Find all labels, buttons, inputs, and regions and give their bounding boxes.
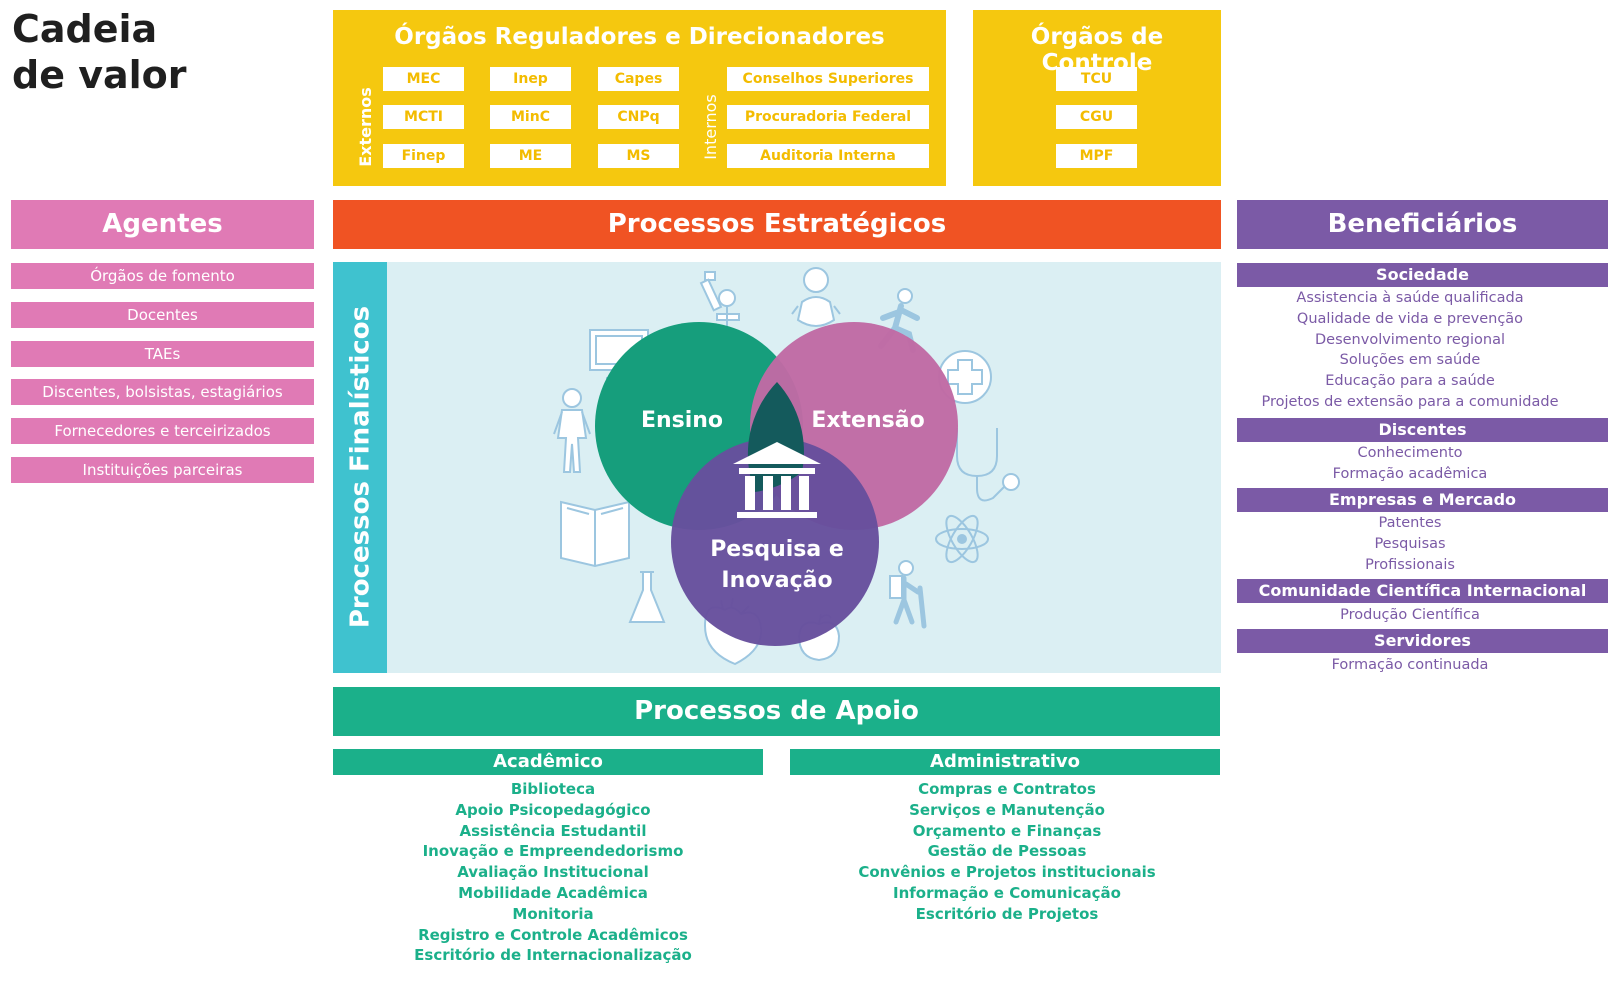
academico-item: Biblioteca (510, 780, 596, 798)
academico-item: Mobilidade Acadêmica (458, 884, 648, 902)
academico-item: Apoio Psicopedagógico (455, 800, 651, 819)
controle-title: Órgãos de Controle (1030, 24, 1164, 76)
atom-icon (935, 514, 989, 564)
administrativo-header: Administrativo (790, 749, 1220, 775)
beneficiario-item: Desenvolvimento regional (1314, 332, 1505, 348)
woman-icon (553, 388, 591, 473)
beneficiario-item: Pesquisas (1374, 536, 1446, 552)
venn-circle-pesquisa (671, 438, 879, 646)
beneficiario-group-header: Comunidade Científica Internacional (1237, 579, 1608, 603)
agente-item: Docentes (11, 301, 314, 328)
reguladores-panel: Órgãos Reguladores e Direcionadores Exte… (333, 10, 946, 186)
venn-label-pesquisa: Pesquisa e Inovação (710, 537, 844, 593)
agentes-header: Agentes (11, 200, 314, 249)
beneficiarios-header: Beneficiários (1237, 200, 1608, 249)
runner-icon (878, 288, 920, 353)
agente-item: Fornecedores e terceirizados (11, 418, 314, 445)
hiker-icon (889, 560, 927, 629)
administrativo-item: Compras e Contratos (918, 780, 1096, 798)
estrategicos-bar: Processos Estratégicos (333, 200, 1221, 249)
externo-chip: MS (598, 144, 679, 168)
beneficiario-group-header: Sociedade (1237, 263, 1608, 287)
beneficiario-item: Conhecimento (1357, 445, 1463, 461)
internos-label: Internos (701, 94, 720, 160)
controle-panel: Órgãos de Controle TCU CGU MPF (973, 10, 1221, 186)
beneficiario-item: Qualidade de vida e prevenção (1296, 311, 1524, 327)
stethoscope-icon (956, 428, 1020, 502)
externo-chip: Capes (598, 67, 679, 91)
flask-icon (628, 571, 666, 623)
externo-chip: CNPq (598, 105, 679, 129)
academico-item: Avaliação Institucional (457, 863, 649, 882)
academico-item: Monitoria (512, 904, 594, 923)
agente-item: TAEs (11, 340, 314, 367)
venn-label-extensao: Extensão (811, 408, 925, 433)
administrativo-item: Gestão de Pessoas (927, 842, 1087, 861)
beneficiario-item: Patentes (1378, 515, 1442, 531)
administrativo-item: Convênios e Projetos institucionais (858, 863, 1156, 882)
beneficiario-group-header: Empresas e Mercado (1237, 488, 1608, 512)
agente-item: Discentes, bolsistas, estagiários (11, 379, 314, 406)
medical-cross-icon (938, 350, 992, 404)
agente-item: Instituições parceiras (11, 457, 314, 483)
interno-chip: Conselhos Superiores (727, 67, 929, 91)
beneficiario-item: Assistencia à saúde qualificada (1296, 290, 1524, 306)
finalisticos-title: Processos Finalísticos (345, 305, 376, 629)
institution-icon (733, 442, 821, 518)
externo-chip: MinC (490, 105, 571, 129)
administrativo-item: Serviços e Manutenção (909, 800, 1105, 819)
administrativo-item: Escritório de Projetos (915, 904, 1099, 923)
interno-chip: Procuradoria Federal (727, 105, 929, 129)
controle-chip: CGU (1056, 105, 1137, 129)
academico-item: Inovação e Empreendedorismo (422, 842, 684, 861)
page-title: Cadeia de valor (12, 7, 187, 97)
administrativo-item: Informação e Comunicação (893, 884, 1121, 902)
interno-chip: Auditoria Interna (727, 144, 929, 168)
beneficiario-item: Profissionais (1365, 557, 1455, 573)
baby-icon (791, 267, 841, 327)
beneficiario-item: Formação acadêmica (1332, 466, 1488, 482)
externo-chip: Inep (490, 67, 571, 91)
beneficiario-item: Soluções em saúde (1339, 352, 1481, 368)
academico-item: Escritório de Internacionalização (414, 946, 692, 965)
academico-item: Registro e Controle Acadêmicos (418, 925, 688, 944)
beneficiario-item: Produção Científica (1340, 607, 1480, 623)
beneficiario-item: Educação para a saúde (1325, 373, 1495, 389)
controle-chip: MPF (1056, 144, 1137, 168)
academico-header: Acadêmico (333, 749, 763, 775)
beneficiario-item: Formação continuada (1331, 657, 1489, 673)
beneficiario-group-header: Discentes (1237, 418, 1608, 442)
externo-chip: MCTI (383, 105, 464, 129)
externos-label: Externos (356, 87, 375, 167)
externo-chip: Finep (383, 144, 464, 168)
beneficiario-item: Projetos de extensão para a comunidade (1261, 394, 1559, 410)
book-icon (560, 500, 630, 568)
administrativo-item: Orçamento e Finanças (912, 821, 1102, 840)
externo-chip: ME (490, 144, 571, 168)
apoio-bar: Processos de Apoio (333, 687, 1220, 736)
controle-chip: TCU (1056, 67, 1137, 91)
venn-label-ensino: Ensino (640, 408, 724, 433)
finalisticos-sidebar (333, 262, 387, 673)
reguladores-title: Órgãos Reguladores e Direcionadores (394, 24, 885, 50)
beneficiario-group-header: Servidores (1237, 629, 1608, 653)
externo-chip: MEC (383, 67, 464, 91)
venn-diagram (553, 267, 1020, 666)
academico-item: Assistência Estudantil (459, 821, 647, 840)
agente-item: Órgãos de fomento (11, 263, 314, 289)
